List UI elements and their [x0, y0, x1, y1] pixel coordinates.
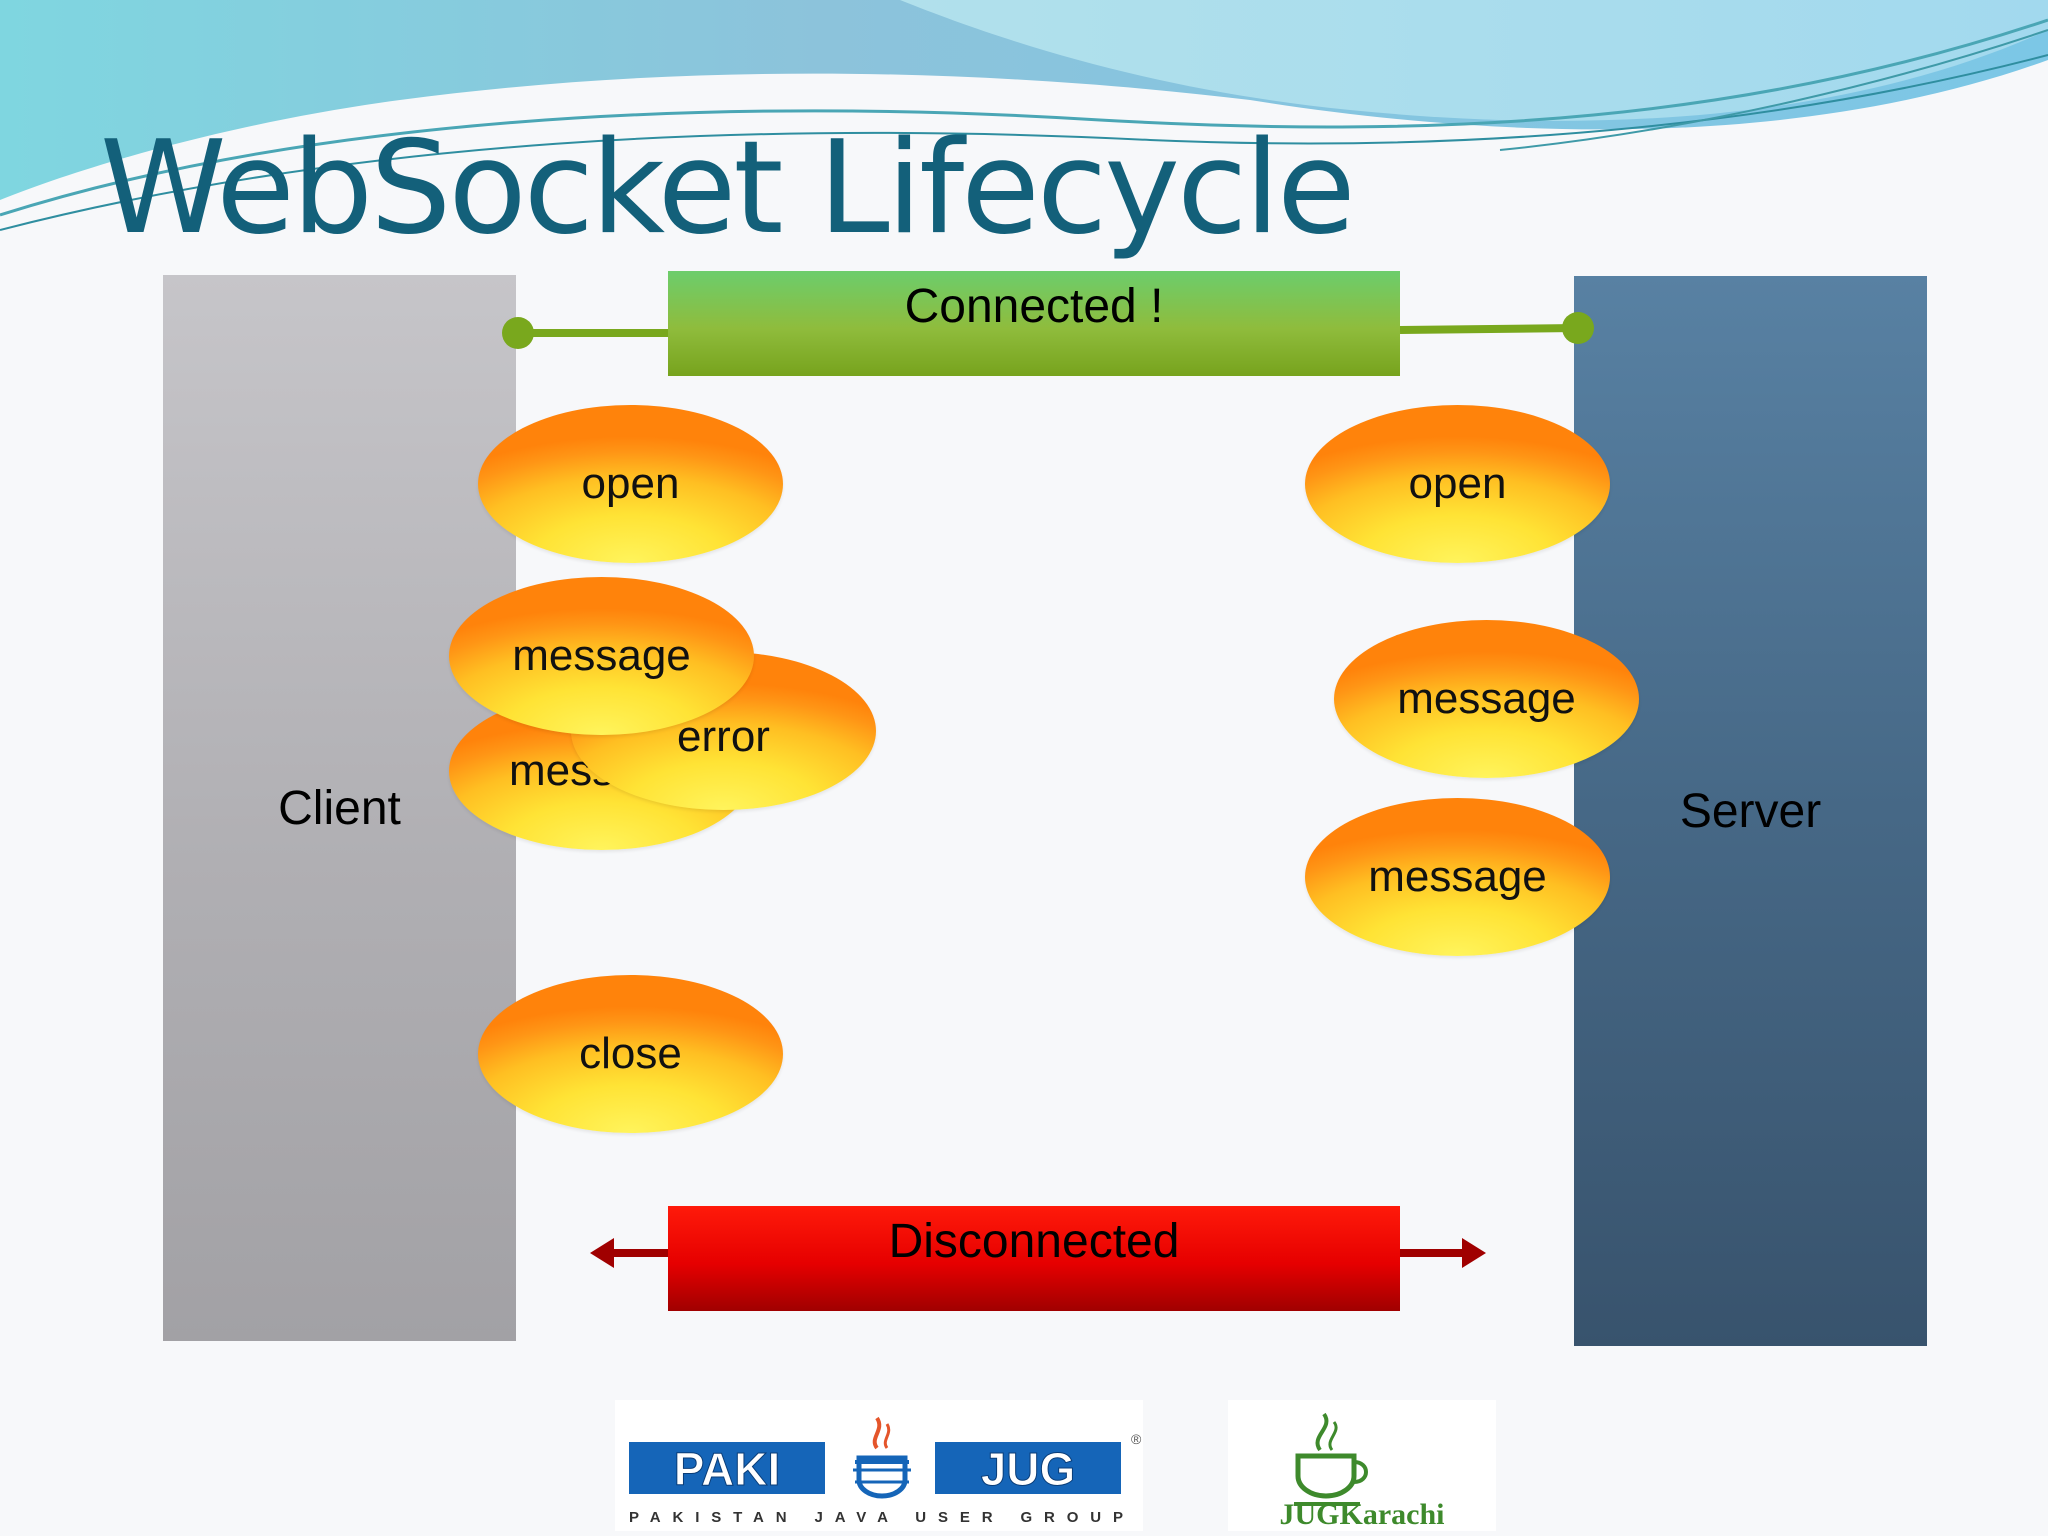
client-label: Client [278, 781, 401, 835]
client-close-label: close [579, 1029, 682, 1078]
slide-title: WebSocket Lifecycle [100, 114, 1356, 263]
server-open-event: open [1305, 405, 1610, 563]
client-close-event: close [478, 975, 783, 1133]
client-pillar: Client [163, 275, 516, 1341]
server-open-label: open [1408, 459, 1507, 508]
disconnected-bar: Disconnected [668, 1206, 1400, 1311]
disconnected-label: Disconnected [888, 1215, 1180, 1268]
pakijug-right-text: JUG [981, 1443, 1076, 1495]
client-message-front-label: message [512, 631, 691, 680]
connected-label: Connected ! [904, 280, 1164, 333]
connected-bar: Connected ! [668, 271, 1400, 376]
server-label: Server [1679, 784, 1822, 838]
registered-mark: ® [1131, 1431, 1142, 1447]
coffee-cup-icon [1294, 1412, 1368, 1506]
pakijug-logo: PAKI JUG ® PAKISTAN JAVA USER GROUP [615, 1400, 1143, 1531]
server-message-1-label: message [1397, 674, 1576, 723]
client-open-event: open [478, 405, 783, 563]
java-cup-icon [853, 1416, 911, 1499]
server-message-2-label: message [1368, 852, 1547, 901]
client-message-event-front: message [449, 577, 754, 735]
server-pillar: Server [1574, 276, 1927, 1346]
server-message-event-2: message [1305, 798, 1610, 956]
server-message-event-1: message [1334, 620, 1639, 778]
pakijug-left-text: PAKI [674, 1443, 781, 1495]
jugkarachi-logo: JUGKarachi [1228, 1400, 1496, 1531]
jugkarachi-text: JUGKarachi [1280, 1498, 1445, 1531]
client-error-label: error [677, 712, 770, 761]
client-open-label: open [581, 459, 680, 508]
